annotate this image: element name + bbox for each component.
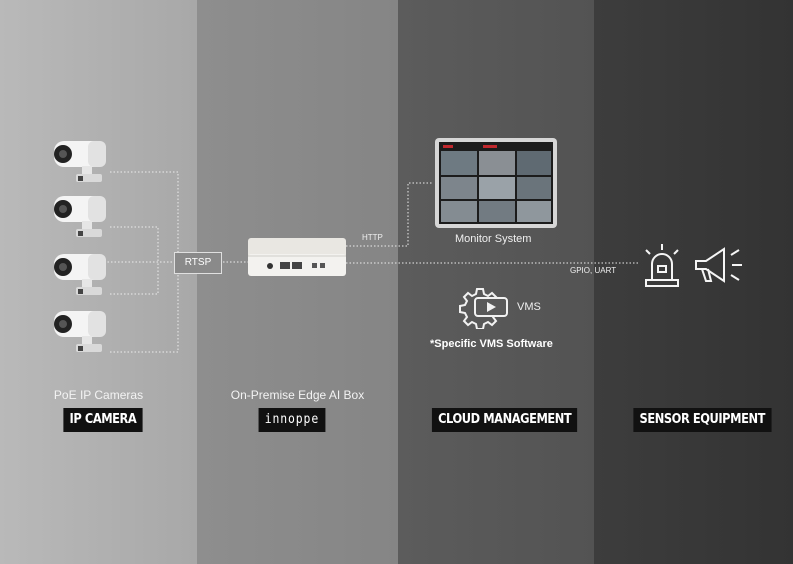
cloud-management-tag: CLOUD MANAGEMENT [431, 408, 578, 432]
monitor-label: Monitor System [455, 233, 532, 245]
sensor-column [594, 0, 793, 564]
edge-box-subtitle: On-Premise Edge AI Box [230, 388, 365, 402]
ip-camera-column [0, 0, 197, 564]
rtsp-label: RTSP [174, 252, 222, 274]
ip-camera-icon [54, 311, 106, 352]
ip-camera-icon [54, 141, 106, 182]
ip-camera-icon [54, 196, 106, 237]
ip-camera-icon [54, 254, 106, 295]
sensor-equipment-tag: SENSOR EQUIPMENT [633, 408, 772, 432]
gpio-label: GPIO, UART [570, 266, 617, 275]
innoppe-logo-tag: innoppe [258, 408, 326, 432]
ip-camera-tag: IP CAMERA [63, 408, 143, 432]
megaphone-icon [695, 247, 742, 283]
cloud-column [398, 0, 594, 564]
siren-icon [645, 244, 679, 287]
vms-label: VMS [517, 301, 541, 313]
ip-camera-subtitle: PoE IP Cameras [53, 388, 144, 402]
edge-box-column [197, 0, 398, 564]
monitor-icon [435, 138, 557, 228]
vms-gear-icon [459, 288, 508, 329]
edge-ai-box-icon [248, 238, 346, 276]
vms-note: *Specific VMS Software [430, 338, 553, 350]
http-label: HTTP [362, 233, 383, 242]
